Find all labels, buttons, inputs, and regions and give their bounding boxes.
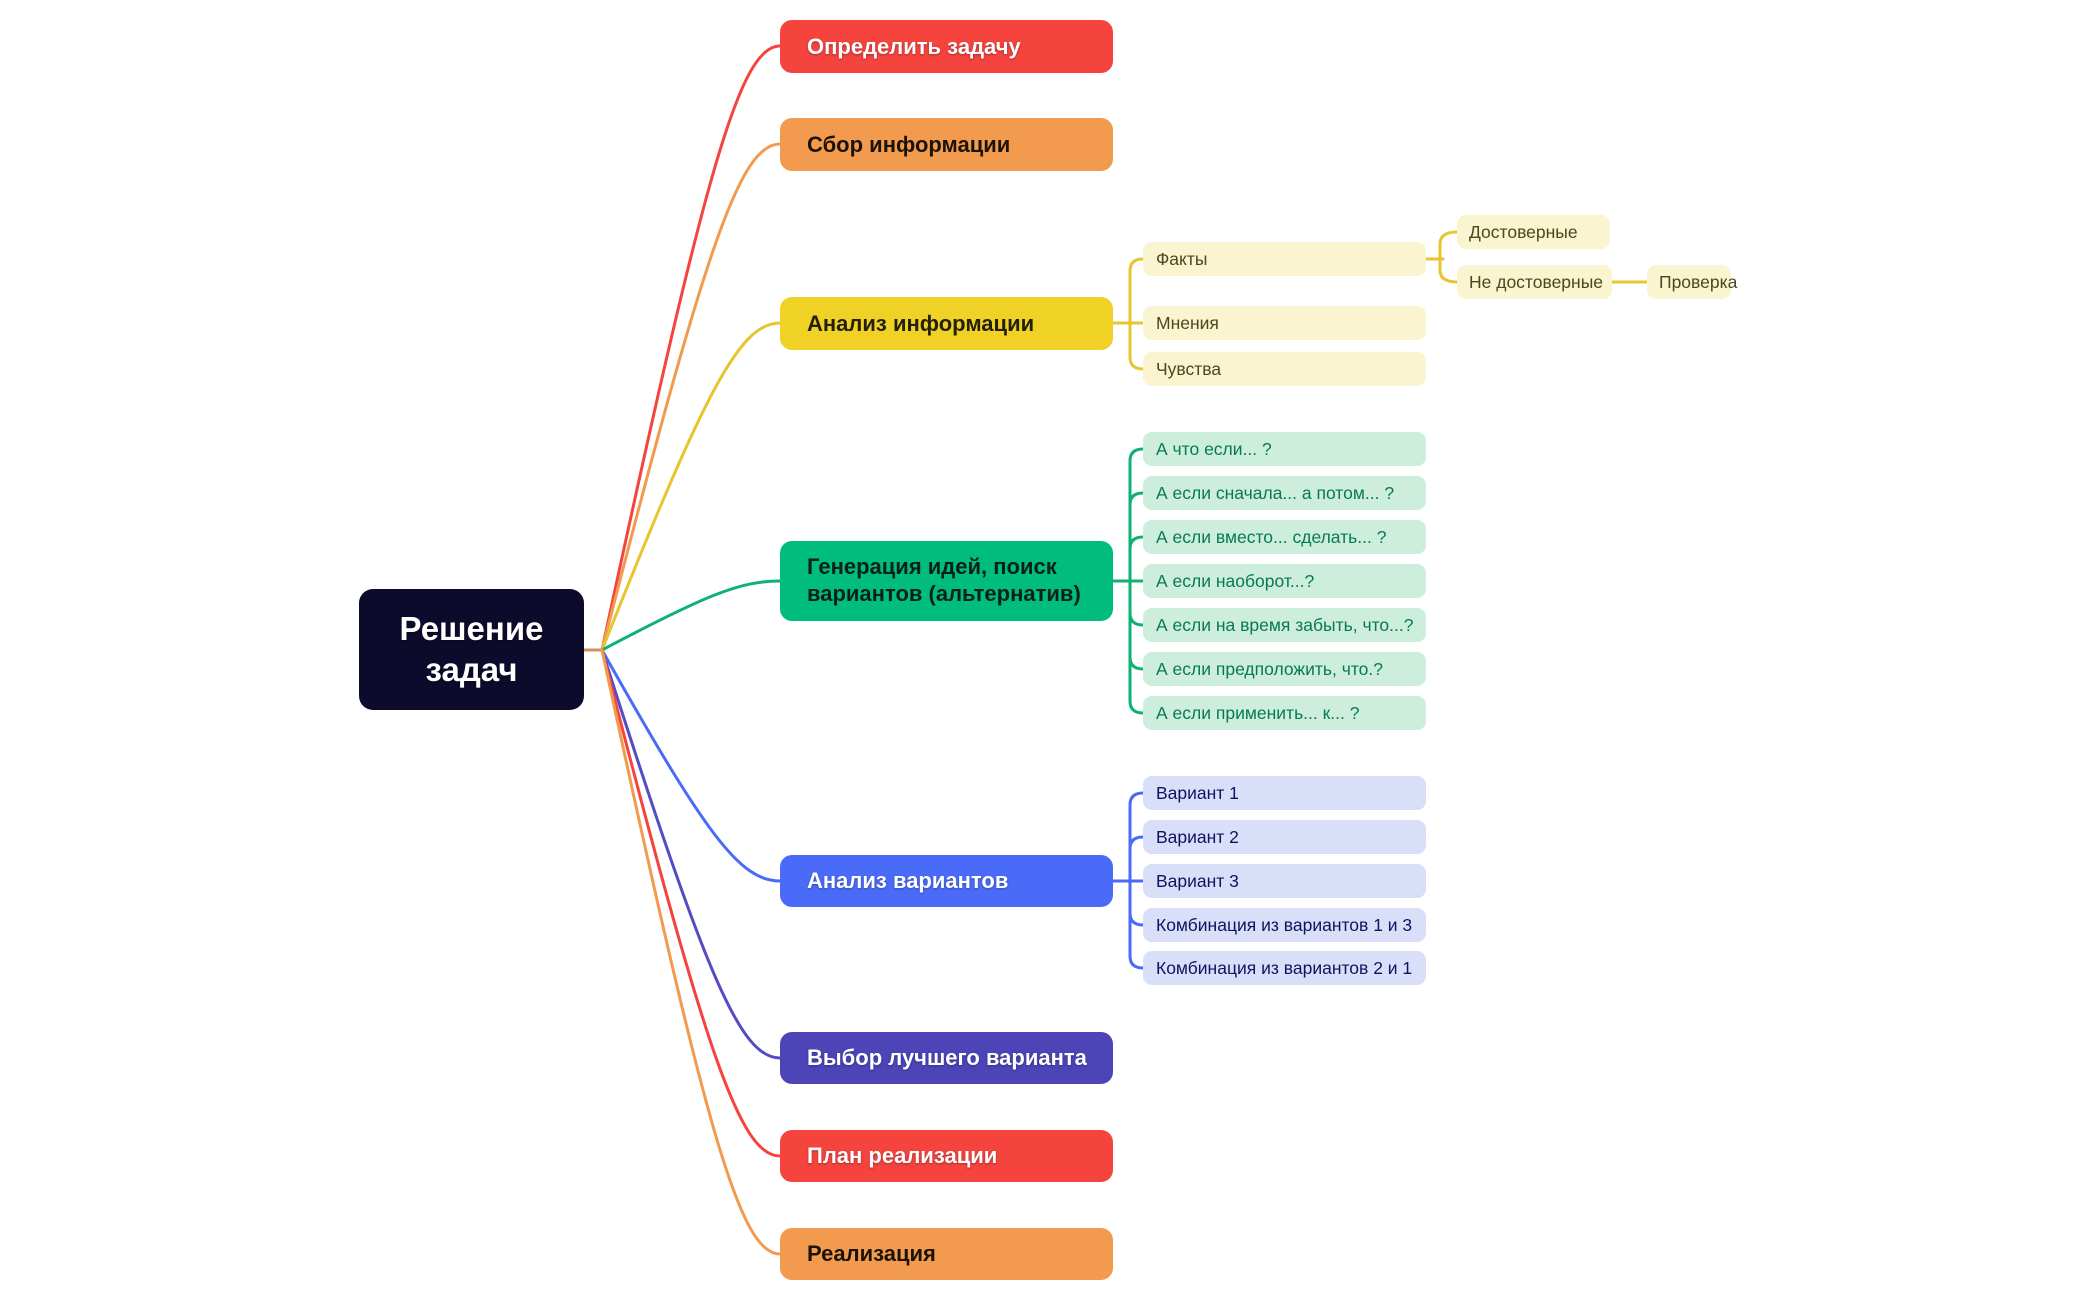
node-idea-1[interactable]: А что если... ? bbox=[1143, 432, 1426, 466]
edge-variant-hook-4 bbox=[1128, 911, 1145, 927]
node-idea-3[interactable]: А если вместо... сделать... ? bbox=[1143, 520, 1426, 554]
node-label: Генерация идей, поиск вариантов (альтерн… bbox=[807, 554, 1081, 606]
node-label: Вариант 2 bbox=[1156, 826, 1239, 847]
edge-root-define bbox=[600, 44, 782, 652]
node-idea-7[interactable]: А если применить... к... ? bbox=[1143, 696, 1426, 730]
node-define-task[interactable]: Определить задачу bbox=[780, 20, 1113, 73]
node-collect-info[interactable]: Сбор информации bbox=[780, 118, 1113, 171]
node-unreliable[interactable]: Не достоверные bbox=[1457, 265, 1612, 299]
node-variant-3[interactable]: Вариант 3 bbox=[1143, 864, 1426, 898]
node-label: Анализ вариантов bbox=[807, 868, 1009, 893]
node-label: А если наоборот...? bbox=[1156, 570, 1315, 591]
edge-root-generate-ideas bbox=[600, 579, 782, 652]
node-label: Вариант 3 bbox=[1156, 870, 1239, 891]
node-label: План реализации bbox=[807, 1143, 998, 1168]
edge-root-plan bbox=[600, 648, 782, 1158]
edge-idea-hook-2 bbox=[1128, 491, 1145, 507]
node-analyze-variants[interactable]: Анализ вариантов bbox=[780, 855, 1113, 907]
edge-idea-hook-3 bbox=[1128, 535, 1145, 551]
edge-root-analyze-info bbox=[600, 321, 782, 652]
edge-idea-hook-6 bbox=[1128, 655, 1145, 671]
node-label: Определить задачу bbox=[807, 33, 1021, 59]
node-label: Комбинация из вариантов 2 и 1 bbox=[1156, 957, 1413, 978]
node-reliable[interactable]: Достоверные bbox=[1457, 215, 1610, 249]
node-label: Сбор информации bbox=[807, 131, 1011, 157]
node-variant-1[interactable]: Вариант 1 bbox=[1143, 776, 1426, 810]
node-label: Проверка bbox=[1659, 271, 1738, 292]
node-choose-best[interactable]: Выбор лучшего варианта bbox=[780, 1032, 1113, 1084]
node-verification[interactable]: Проверка bbox=[1647, 265, 1737, 299]
node-combination-2-1[interactable]: Комбинация из вариантов 2 и 1 bbox=[1143, 951, 1426, 985]
node-label: Решение задач bbox=[399, 609, 544, 688]
node-facts[interactable]: Факты bbox=[1143, 242, 1426, 276]
node-label: А если предположить, что.? bbox=[1156, 658, 1384, 679]
edge-analyze-info-spine bbox=[1128, 257, 1145, 371]
node-label: А если сначала... а потом... ? bbox=[1156, 482, 1395, 503]
edge-variant-hook-2 bbox=[1128, 835, 1145, 851]
node-idea-6[interactable]: А если предположить, что.? bbox=[1143, 652, 1426, 686]
node-opinions[interactable]: Мнения bbox=[1143, 306, 1426, 340]
node-analyze-info[interactable]: Анализ информации bbox=[780, 297, 1113, 350]
node-variant-2[interactable]: Вариант 2 bbox=[1143, 820, 1426, 854]
edge-variants-spine bbox=[1128, 791, 1145, 970]
node-feelings[interactable]: Чувства bbox=[1143, 352, 1426, 386]
node-label: А если на время забыть, что...? bbox=[1156, 614, 1414, 635]
edge-root-implement bbox=[600, 648, 782, 1256]
node-idea-2[interactable]: А если сначала... а потом... ? bbox=[1143, 476, 1426, 510]
node-label: Не достоверные bbox=[1469, 271, 1604, 292]
node-label: Чувства bbox=[1156, 358, 1222, 379]
node-label: Вариант 1 bbox=[1156, 782, 1239, 803]
node-combination-1-3[interactable]: Комбинация из вариантов 1 и 3 bbox=[1143, 908, 1426, 942]
node-idea-4[interactable]: А если наоборот...? bbox=[1143, 564, 1426, 598]
node-label: А если применить... к... ? bbox=[1156, 702, 1360, 723]
node-label: Реализация bbox=[807, 1241, 936, 1266]
node-implementation[interactable]: Реализация bbox=[780, 1228, 1113, 1280]
node-label: А что если... ? bbox=[1156, 438, 1272, 459]
node-label: А если вместо... сделать... ? bbox=[1156, 526, 1387, 547]
node-label: Мнения bbox=[1156, 312, 1219, 333]
node-idea-5[interactable]: А если на время забыть, что...? bbox=[1143, 608, 1426, 642]
edge-idea-hook-5 bbox=[1128, 611, 1145, 627]
node-label: Факты bbox=[1156, 248, 1208, 269]
node-implementation-plan[interactable]: План реализации bbox=[780, 1130, 1113, 1182]
node-generate-ideas[interactable]: Генерация идей, поиск вариантов (альтерн… bbox=[780, 541, 1113, 621]
edge-root-analyze-variants bbox=[600, 648, 782, 883]
node-label: Выбор лучшего варианта bbox=[807, 1045, 1087, 1070]
edge-generate-spine bbox=[1128, 447, 1145, 715]
node-label: Анализ информации bbox=[807, 310, 1035, 336]
edge-root-collect bbox=[600, 142, 782, 652]
node-label: Комбинация из вариантов 1 и 3 bbox=[1156, 914, 1413, 935]
edge-facts-spine bbox=[1438, 230, 1459, 284]
node-label: Достоверные bbox=[1469, 221, 1578, 242]
edge-root-choose-best bbox=[600, 648, 782, 1060]
node-root[interactable]: Решение задач bbox=[359, 589, 584, 710]
